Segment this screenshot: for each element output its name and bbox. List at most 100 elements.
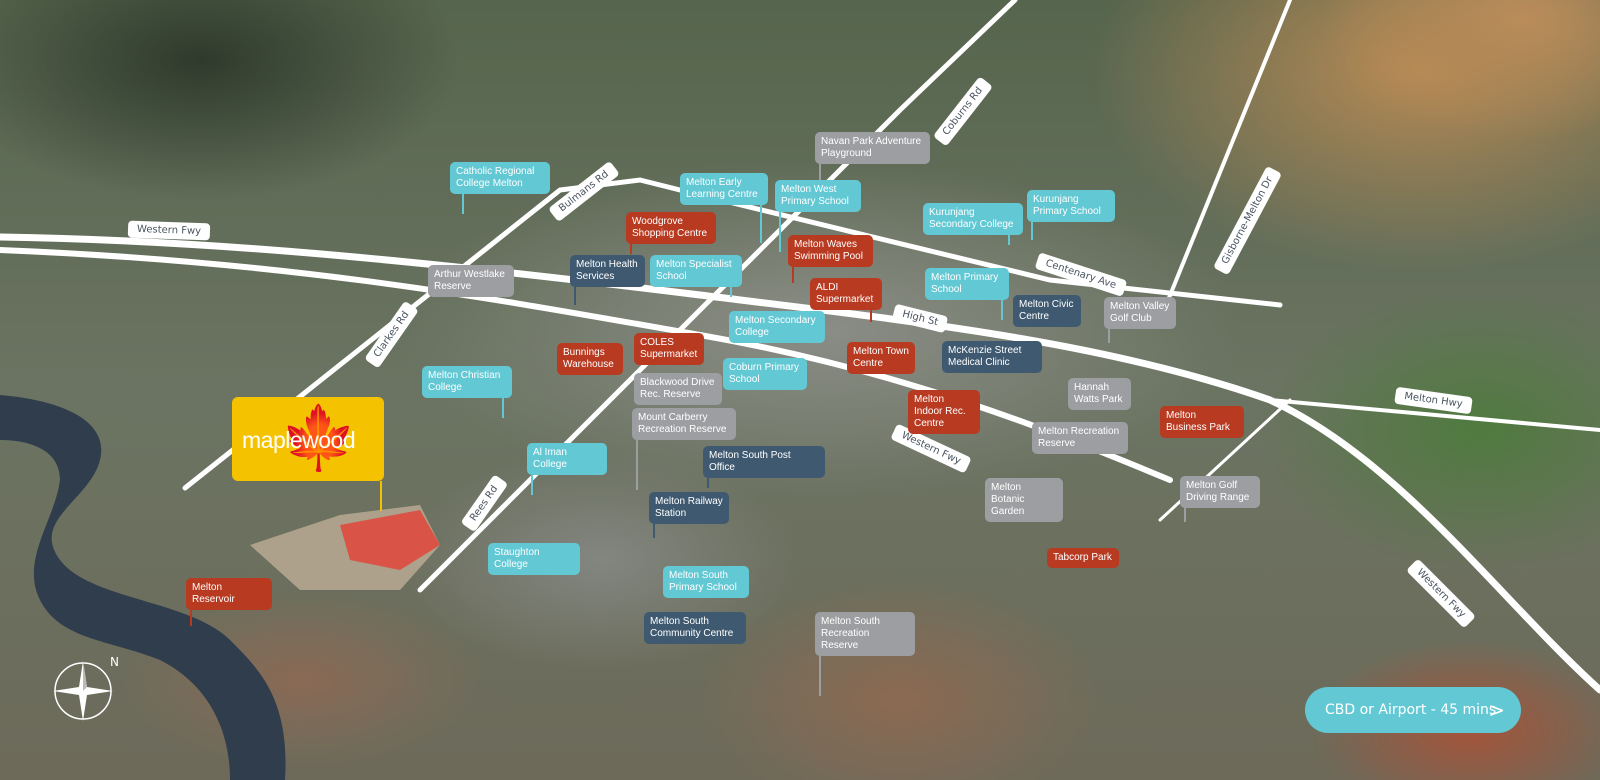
poi-label[interactable]: McKenzie Street Medical Clinic (942, 341, 1042, 373)
poi-pin (1031, 222, 1033, 240)
poi-label[interactable]: Kurunjang Secondary College (923, 203, 1023, 245)
poi-label[interactable]: Melton Business Park (1160, 406, 1244, 438)
poi-label-text: Navan Park Adventure Playground (821, 136, 922, 159)
poi-label[interactable]: Blackwood Drive Rec. Reserve (634, 373, 722, 405)
poi-label-text: Tabcorp Park (1053, 552, 1112, 563)
poi-label[interactable]: Melton Specialist School (650, 255, 742, 297)
poi-label[interactable]: ALDI Supermarket (810, 278, 882, 322)
poi-label[interactable]: Melton Waves Swimming Pool (788, 235, 873, 283)
poi-label[interactable]: Navan Park Adventure Playground (815, 132, 930, 204)
poi-label-text: Melton Botanic Garden (991, 482, 1025, 517)
poi-label[interactable]: Catholic Regional College Melton (450, 162, 550, 214)
logo-text: maplewood (242, 427, 356, 453)
poi-label-text: Melton South Primary School (669, 570, 737, 593)
poi-label-text: ALDI Supermarket (816, 282, 874, 305)
poi-label-text: Melton Recreation Reserve (1038, 426, 1120, 449)
poi-label[interactable]: Melton Primary School (925, 268, 1009, 320)
poi-pin (1001, 300, 1003, 320)
poi-label-text: Melton South Post Office (709, 450, 791, 473)
poi-pin (1008, 235, 1010, 245)
poi-label-text: COLES Supermarket (640, 337, 698, 360)
poi-label-text: Al Iman College (533, 447, 567, 470)
poi-label-text: Catholic Regional College Melton (456, 166, 535, 189)
logo-pin (380, 481, 382, 511)
poi-pin (531, 475, 533, 495)
poi-label-text: Melton Business Park (1166, 410, 1230, 433)
poi-pin (1108, 329, 1110, 343)
poi-pin (819, 656, 821, 696)
poi-label-text: Melton Valley Golf Club (1110, 301, 1170, 324)
poi-pin (462, 194, 464, 214)
poi-label[interactable]: Melton Botanic Garden (985, 478, 1063, 522)
poi-label[interactable]: Hannah Watts Park (1068, 378, 1131, 410)
maple-leaf-icon: 🍁 (280, 401, 358, 474)
poi-label-text: Melton Civic Centre (1019, 299, 1074, 322)
poi-label-text: Kurunjang Secondary College (929, 207, 1014, 230)
cta-label: CBD or Airport - 45 mins (1325, 702, 1497, 718)
poi-label[interactable]: Arthur Westlake Reserve (428, 265, 514, 297)
poi-label-text: Melton Health Services (576, 259, 638, 282)
poi-label[interactable]: Tabcorp Park (1047, 548, 1119, 568)
poi-label-text: Staughton College (494, 547, 540, 570)
poi-label[interactable]: Woodgrove Shopping Centre (626, 212, 716, 254)
poi-pin (707, 478, 709, 488)
poi-label[interactable]: Melton Secondary College (729, 311, 825, 343)
poi-label[interactable]: Melton South Community Centre (644, 612, 746, 644)
poi-label-text: Melton South Community Centre (650, 616, 734, 639)
poi-label[interactable]: Melton South Recreation Reserve (815, 612, 915, 696)
poi-label-text: Melton Waves Swimming Pool (794, 239, 863, 262)
poi-label[interactable]: Bunnings Warehouse (557, 343, 623, 375)
poi-label[interactable]: Al Iman College (527, 443, 607, 495)
poi-label[interactable]: Melton Town Centre (847, 342, 915, 374)
poi-label-text: Mount Carberry Recreation Reserve (638, 412, 727, 435)
maplewood-logo[interactable]: 🍁 maplewood (232, 397, 384, 511)
poi-pin (870, 310, 872, 322)
poi-label[interactable]: Melton South Post Office (703, 446, 825, 488)
poi-pin (792, 267, 794, 283)
poi-label[interactable]: Kurunjang Primary School (1027, 190, 1115, 240)
poi-pin (1184, 508, 1186, 522)
poi-pin (760, 205, 762, 243)
poi-label[interactable]: Melton Recreation Reserve (1032, 422, 1128, 454)
poi-label-text: Melton Town Centre (853, 346, 909, 369)
poi-label-text: Melton Secondary College (735, 315, 816, 338)
poi-label[interactable]: Melton Christian College (422, 366, 512, 418)
poi-label-text: Melton Christian College (428, 370, 501, 393)
poi-label-text: Kurunjang Primary School (1033, 194, 1101, 217)
poi-label[interactable]: Melton Railway Station (649, 492, 729, 538)
compass-north: N (110, 656, 118, 669)
poi-label[interactable]: Melton South Primary School (663, 566, 749, 598)
poi-pin (779, 212, 781, 252)
poi-pin (502, 398, 504, 418)
poi-label[interactable]: Melton Indoor Rec. Centre (908, 390, 980, 434)
poi-label[interactable]: COLES Supermarket (634, 333, 704, 365)
poi-label-text: McKenzie Street Medical Clinic (948, 345, 1022, 368)
poi-label-text: Blackwood Drive Rec. Reserve (640, 377, 715, 400)
poi-label-text: Melton Specialist School (656, 259, 732, 282)
poi-label-text: Bunnings Warehouse (563, 347, 614, 370)
poi-label[interactable]: Melton Early Learning Centre (680, 173, 768, 243)
estate-stage (340, 510, 440, 570)
poi-label[interactable]: Coburn Primary School (723, 358, 807, 390)
compass-icon: N (48, 655, 119, 726)
poi-label-text: Arthur Westlake Reserve (434, 269, 505, 292)
poi-label[interactable]: Melton Reservoir (186, 578, 272, 626)
cbd-airport-button[interactable]: CBD or Airport - 45 mins > (1305, 687, 1521, 733)
road-label: Western Fwy (127, 220, 211, 241)
poi-label[interactable]: Melton Civic Centre (1013, 295, 1081, 327)
poi-label[interactable]: Mount Carberry Recreation Reserve (632, 408, 736, 490)
poi-label-text: Woodgrove Shopping Centre (632, 216, 708, 239)
poi-label[interactable]: Melton Valley Golf Club (1104, 297, 1176, 343)
poi-label-text: Melton Railway Station (655, 496, 723, 519)
poi-label-text: Melton Indoor Rec. Centre (914, 394, 966, 429)
poi-label[interactable]: Melton Golf Driving Range (1180, 476, 1260, 522)
poi-label-text: Coburn Primary School (729, 362, 800, 385)
poi-label[interactable]: Melton Health Services (570, 255, 645, 305)
poi-pin (190, 610, 192, 626)
poi-pin (636, 440, 638, 490)
poi-label[interactable]: Melton West Primary School (775, 180, 861, 252)
poi-label-text: Melton West Primary School (781, 184, 849, 207)
poi-label[interactable]: Staughton College (488, 543, 580, 575)
